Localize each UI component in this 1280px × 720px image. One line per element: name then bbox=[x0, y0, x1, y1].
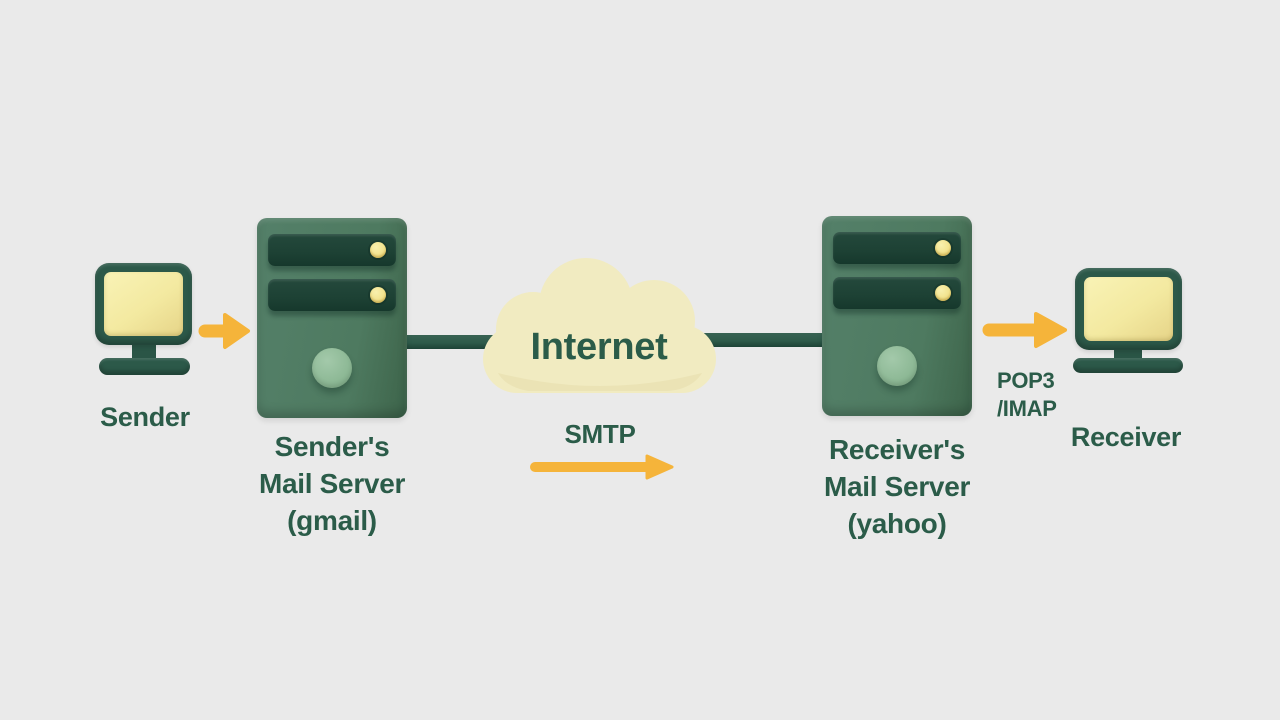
server-slot bbox=[268, 234, 396, 266]
sender-mail-server-icon bbox=[257, 218, 407, 418]
internet-cloud-icon bbox=[483, 258, 716, 393]
server-power-button-icon bbox=[877, 346, 917, 386]
receiver-server-label-line2: Mail Server bbox=[823, 471, 971, 502]
internet-label: Internet bbox=[530, 326, 668, 368]
smtp-label: SMTP bbox=[564, 419, 636, 449]
smtp-arrow-icon bbox=[530, 454, 674, 480]
sender-monitor-frame bbox=[95, 263, 192, 345]
receiver-server-label-line1: Receiver's bbox=[829, 434, 965, 465]
sender-label: Sender bbox=[100, 402, 190, 432]
sender-monitor-base bbox=[99, 358, 190, 375]
receiver-monitor-screen bbox=[1084, 277, 1173, 341]
arrow-sender-to-server-icon bbox=[198, 313, 250, 349]
server-slot bbox=[268, 279, 396, 311]
server-led-icon bbox=[935, 240, 951, 256]
server-slot bbox=[833, 232, 961, 264]
connector-cloud-to-receiver-server bbox=[698, 333, 828, 347]
receiver-server-label: Receiver's Mail Server (yahoo) bbox=[782, 431, 1012, 542]
server-led-icon bbox=[935, 285, 951, 301]
sender-server-label-line2: Mail Server bbox=[258, 468, 406, 499]
server-led-icon bbox=[370, 242, 386, 258]
sender-server-label: Sender's Mail Server (gmail) bbox=[217, 428, 447, 539]
sender-monitor-neck bbox=[132, 343, 156, 361]
pop3-imap-label-line1: POP3 bbox=[997, 368, 1055, 393]
connector-sender-server-to-cloud bbox=[398, 335, 508, 349]
receiver-monitor-frame bbox=[1075, 268, 1182, 350]
pop3-imap-label: POP3 /IMAP bbox=[997, 367, 1107, 423]
server-power-button-icon bbox=[312, 348, 352, 388]
sender-server-label-line1: Sender's bbox=[274, 431, 390, 462]
sender-server-label-line3: (gmail) bbox=[287, 505, 377, 536]
receiver-server-label-line3: (yahoo) bbox=[847, 508, 947, 539]
receiver-mail-server-icon bbox=[822, 216, 972, 416]
server-led-icon bbox=[370, 287, 386, 303]
receiver-monitor-base bbox=[1073, 358, 1183, 373]
server-slot bbox=[833, 277, 961, 309]
receiver-label: Receiver bbox=[1070, 422, 1182, 452]
pop3-imap-label-line2: /IMAP bbox=[997, 396, 1057, 421]
sender-monitor-screen bbox=[104, 272, 183, 336]
arrow-server-to-receiver-icon bbox=[982, 312, 1067, 348]
